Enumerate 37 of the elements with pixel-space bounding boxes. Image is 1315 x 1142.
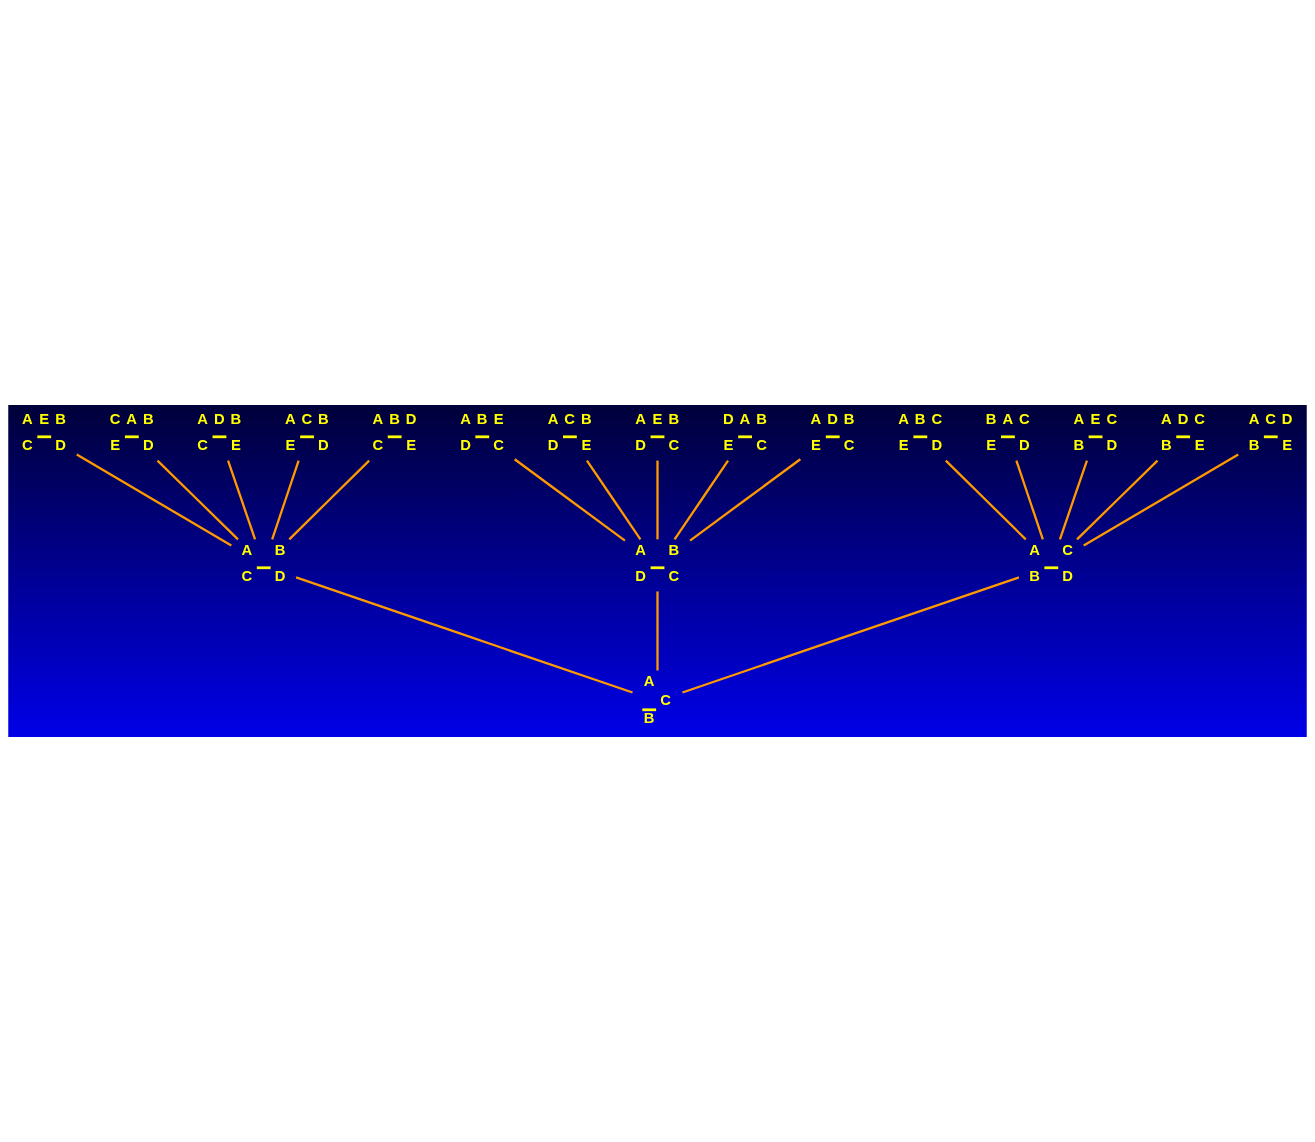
connector — [1015, 460, 1044, 540]
connector — [689, 458, 802, 542]
node-text: A E B D C — [635, 411, 680, 453]
node-text: A B E D C — [460, 411, 504, 453]
connector — [76, 453, 232, 547]
connector — [682, 576, 1020, 694]
node-text: A C B D — [1029, 542, 1074, 584]
connector — [271, 460, 300, 540]
connector — [288, 459, 370, 541]
connector — [673, 459, 729, 540]
connector — [1058, 460, 1089, 540]
node-text: C A B E D — [109, 411, 154, 453]
node-text: A B D C — [635, 542, 680, 584]
node-text: A C D B E — [1248, 411, 1293, 453]
connector — [656, 591, 659, 671]
node-text: A E B C D — [22, 411, 66, 453]
node-text: A C B — [643, 673, 671, 726]
connector — [1083, 453, 1239, 547]
node-text: A B C E D — [898, 411, 943, 453]
connector — [295, 576, 633, 694]
node-text: A C B E D — [284, 411, 329, 453]
node-text: A C B D E — [547, 411, 592, 453]
connector — [226, 460, 257, 540]
node-text: A D B C E — [197, 411, 242, 453]
connector — [156, 459, 239, 541]
node-text: B A C E D — [985, 411, 1030, 453]
node-text: A B C D — [241, 542, 286, 584]
node-text: D A B E C — [722, 411, 767, 453]
connector — [945, 459, 1027, 541]
node-text: A D B E C — [810, 411, 855, 453]
connector — [656, 460, 659, 540]
connector — [513, 458, 626, 542]
node-text: A D C B E — [1161, 411, 1205, 453]
connector — [1076, 459, 1159, 541]
node-text: A E C B D — [1073, 411, 1118, 453]
connector — [586, 459, 642, 540]
node-text: A B D C E — [372, 411, 417, 453]
